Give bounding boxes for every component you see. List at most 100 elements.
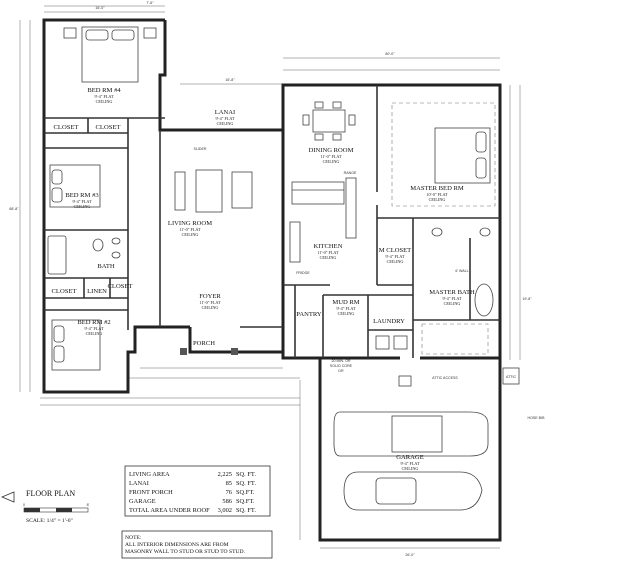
room-closet-a-label: CLOSET [54, 124, 79, 131]
wall-note-label: 6' WALL [455, 269, 468, 273]
note-heading: NOTE: [125, 535, 142, 541]
room-lanai-ceiling: 9'-4" FLAT [215, 116, 235, 121]
room-closet-d-label: CLOSET [108, 283, 133, 290]
dimension-texts: 16'-0" 7'-6" 80'-0" 16'-8" 68'-8" 19'-8"… [9, 1, 532, 557]
attic-label: ATTIC [506, 375, 517, 379]
room-kitchen-ceiling: 11'-0" FLAT [317, 250, 338, 255]
room-closet-c-label: CLOSET [52, 288, 77, 295]
room-bed2-label: BED RM #2 [77, 319, 110, 326]
area-row-label: LIVING AREA [129, 471, 170, 478]
north-arrow-icon [0, 491, 15, 503]
dim-overall: 80'-0" [385, 52, 395, 56]
room-garage-ceiling: 9'-4" FLAT [400, 461, 420, 466]
note-line-2: MASONRY WALL TO STUD OR STUD TO STUD. [125, 549, 246, 555]
room-lanai-ceiling2: CEILING [217, 121, 234, 126]
room-mud-label: MUD RM [332, 299, 359, 306]
scale-mark-8: 8' [87, 503, 90, 507]
legend-title: FLOOR PLAN [26, 489, 75, 498]
misc-notes: ATTIC ACCESS 20 MIN. OR SOLID CORE DR HO… [194, 147, 546, 420]
room-labels: BED RM #4 9'-4" FLAT CEILING CLOSET CLOS… [52, 87, 475, 471]
room-pantry-label: PANTRY [296, 311, 322, 318]
room-bed4-ceiling2: CEILING [96, 99, 113, 104]
area-row-unit: SQ.FT. [236, 489, 255, 496]
room-dining-ceiling2: CEILING [323, 159, 340, 164]
area-row-unit: SQ. FT. [236, 507, 256, 514]
slider-label: SLIDER [194, 147, 207, 151]
room-bed2-ceiling2: CEILING [86, 331, 103, 336]
room-linen-label: LINEN [87, 288, 107, 295]
attic-access-label: ATTIC ACCESS [432, 376, 458, 380]
area-row-label: FRONT PORCH [129, 489, 173, 496]
room-bed4-label: BED RM #4 [87, 87, 121, 94]
door-note-1: 20 MIN. OR [332, 359, 351, 363]
room-foyer-ceiling: 11'-0" FLAT [199, 300, 220, 305]
room-lanai-label: LANAI [215, 109, 236, 116]
exterior-walls [42, 18, 502, 542]
note-box: NOTE: ALL INTERIOR DIMENSIONS ARE FROM M… [121, 530, 273, 559]
room-bed3-ceiling2: CEILING [74, 204, 91, 209]
area-row-unit: SQ.FT. [236, 498, 255, 505]
room-mcloset-ceiling2: CEILING [387, 259, 404, 264]
area-row-value: 76 [226, 489, 232, 496]
dim-garage: 26'-0" [405, 553, 415, 557]
room-mud-ceiling2: CEILING [338, 311, 355, 316]
room-dining-label: DINING ROOM [309, 147, 354, 154]
interior-walls [44, 85, 500, 358]
room-mcloset-label: M CLOSET [379, 247, 411, 254]
area-row-value: 586 [222, 498, 232, 505]
room-living-ceiling: 11'-0" FLAT [179, 227, 200, 232]
room-bed4-ceiling: 9'-4" FLAT [94, 94, 114, 99]
room-master-bed-label: MASTER BED RM [410, 185, 464, 192]
fixtures [47, 26, 520, 387]
room-living-label: LIVING ROOM [168, 220, 212, 227]
room-master-bath-ceiling2: CEILING [444, 301, 461, 306]
room-laundry-label: LAUNDRY [373, 318, 405, 325]
room-garage-label: GARAGE [396, 454, 423, 461]
porch-columns [180, 348, 238, 355]
room-bed2-ceiling: 9'-4" FLAT [84, 326, 104, 331]
area-row-label: TOTAL AREA UNDER ROOF [129, 507, 210, 514]
room-bed3-ceiling: 9'-4" FLAT [72, 199, 92, 204]
room-living-ceiling2: CEILING [182, 232, 199, 237]
dim-right: 19'-8" [522, 297, 532, 301]
door-note-3: DR [338, 369, 344, 373]
hose-bib-label: HOSE BIB [528, 416, 546, 420]
room-master-bath-label: MASTER BATH [429, 289, 475, 296]
area-row-unit: SQ. FT. [236, 480, 256, 487]
room-kitchen-ceiling2: CEILING [320, 255, 337, 260]
note-line-1: ALL INTERIOR DIMENSIONS ARE FROM [125, 542, 229, 548]
door-note-2: SOLID CORE [330, 364, 353, 368]
area-row-unit: SQ. FT. [236, 471, 256, 478]
dim-left: 68'-8" [9, 207, 19, 211]
legend-scale: SCALE: 1/4" = 1'-0" [26, 518, 73, 524]
area-row-label: LANAI [129, 480, 149, 487]
room-master-bed-ceiling: 10'-0" FLAT [426, 192, 448, 197]
garage-vehicles [333, 411, 489, 511]
range-label: RANGE [344, 171, 357, 175]
area-row-value: 3,002 [218, 507, 232, 514]
attic-badge: ATTIC [506, 375, 517, 379]
fridge-label: FRIDGE [296, 271, 310, 275]
room-master-bed-ceiling2: CEILING [429, 197, 446, 202]
room-foyer-ceiling2: CEILING [202, 305, 219, 310]
room-mud-ceiling: 9'-4" FLAT [336, 306, 356, 311]
room-bath-label: BATH [97, 263, 114, 270]
room-dining-ceiling: 11'-0" FLAT [320, 154, 341, 159]
room-master-bath-ceiling: 9'-4" FLAT [442, 296, 462, 301]
room-mcloset-ceiling: 9'-4" FLAT [385, 254, 405, 259]
area-row-value: 2,225 [218, 471, 232, 478]
scale-mark-0: 0 [23, 503, 25, 507]
room-bed3-label: BED RM #3 [65, 192, 99, 199]
area-row-value: 85 [226, 480, 232, 487]
room-porch-label: PORCH [193, 340, 215, 347]
room-foyer-label: FOYER [199, 293, 221, 300]
plan-legend: FLOOR PLAN 0 8' SCALE: 1/4" = 1'-0" [0, 489, 90, 524]
dim-top-a: 16'-0" [95, 6, 105, 10]
room-kitchen-label: KITCHEN [314, 243, 343, 250]
room-closet-b-label: CLOSET [96, 124, 121, 131]
dim-top-b: 7'-6" [146, 1, 154, 5]
area-row-label: GARAGE [129, 498, 156, 505]
dim-lanai: 16'-8" [225, 78, 235, 82]
